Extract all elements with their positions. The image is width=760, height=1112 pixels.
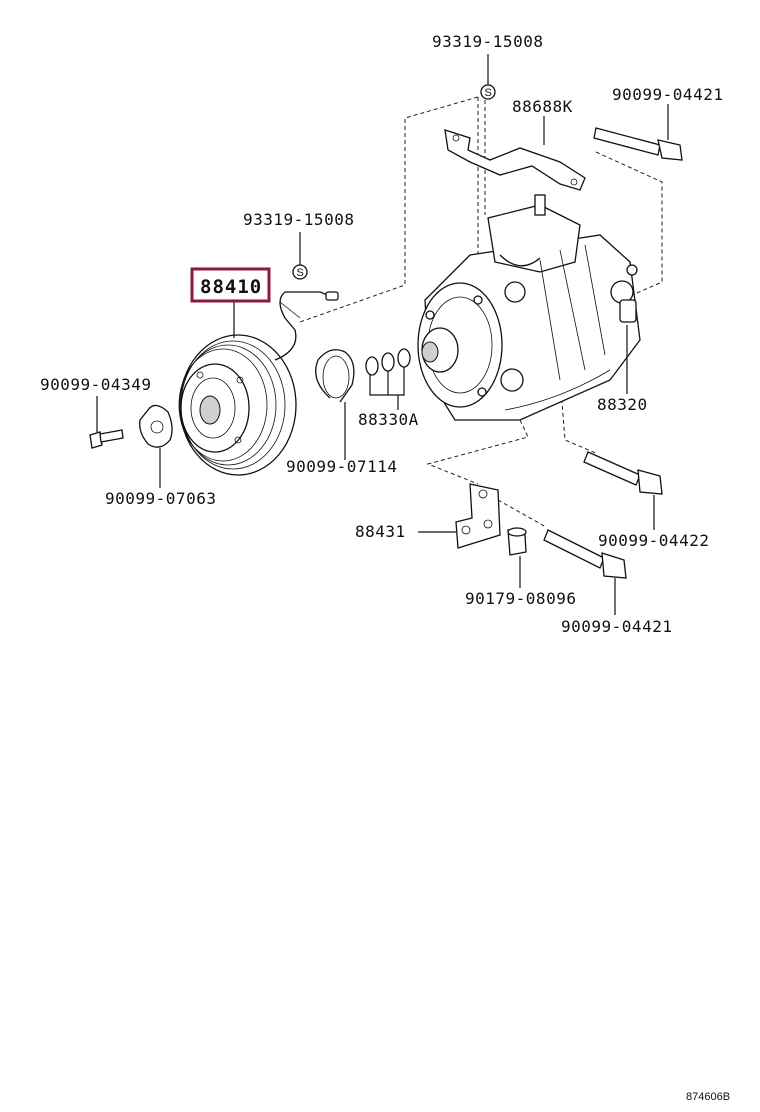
bolt-90099-04421-bottom-drawing xyxy=(543,529,627,579)
leader-lines xyxy=(96,54,669,615)
label-90099-04349[interactable]: 90099-04349 xyxy=(40,375,151,394)
label-90099-07063[interactable]: 90099-07063 xyxy=(105,489,216,508)
label-90099-07114[interactable]: 90099-07114 xyxy=(286,457,397,476)
part-labels: 93319-15008 88688K 90099-04421 93319-150… xyxy=(40,32,723,636)
diagram-reference-code: 874606B xyxy=(686,1091,730,1103)
bolt-90099-04421-top-drawing xyxy=(593,127,683,161)
label-88431[interactable]: 88431 xyxy=(355,522,406,541)
bolt-90099-04349-drawing xyxy=(89,429,124,449)
label-93319-15008-top[interactable]: 93319-15008 xyxy=(432,32,543,51)
label-90099-04421-top[interactable]: 90099-04421 xyxy=(612,85,723,104)
shims-88330A-drawing xyxy=(365,348,411,376)
label-90099-04422[interactable]: 90099-04422 xyxy=(598,531,709,550)
label-88688K[interactable]: 88688K xyxy=(512,97,573,116)
snap-ring-90099-07114-drawing xyxy=(315,349,355,403)
label-88330A[interactable]: 88330A xyxy=(358,410,419,429)
clip-93319-top-drawing: S xyxy=(480,84,496,100)
bolt-90099-04422-drawing xyxy=(583,451,663,495)
label-90179-08096[interactable]: 90179-08096 xyxy=(465,589,576,608)
bracket-88431-drawing xyxy=(455,483,501,549)
highlight-box-88410 xyxy=(190,267,271,303)
bracket-88688K-drawing xyxy=(444,129,586,191)
clip-symbol-top: S xyxy=(485,87,492,99)
label-88320[interactable]: 88320 xyxy=(597,395,648,414)
label-88410[interactable]: 88410 xyxy=(200,276,262,298)
magnet-clutch-88410-drawing xyxy=(178,291,339,476)
clip-symbol-mid: S xyxy=(297,267,304,279)
compressor-88320-drawing xyxy=(417,194,641,421)
label-93319-15008-mid[interactable]: 93319-15008 xyxy=(243,210,354,229)
clip-93319-mid-drawing: S xyxy=(292,264,308,280)
label-90099-04421-bottom[interactable]: 90099-04421 xyxy=(561,617,672,636)
collar-90179-08096-drawing xyxy=(507,527,527,556)
gasket-90099-07063-drawing xyxy=(139,404,173,448)
